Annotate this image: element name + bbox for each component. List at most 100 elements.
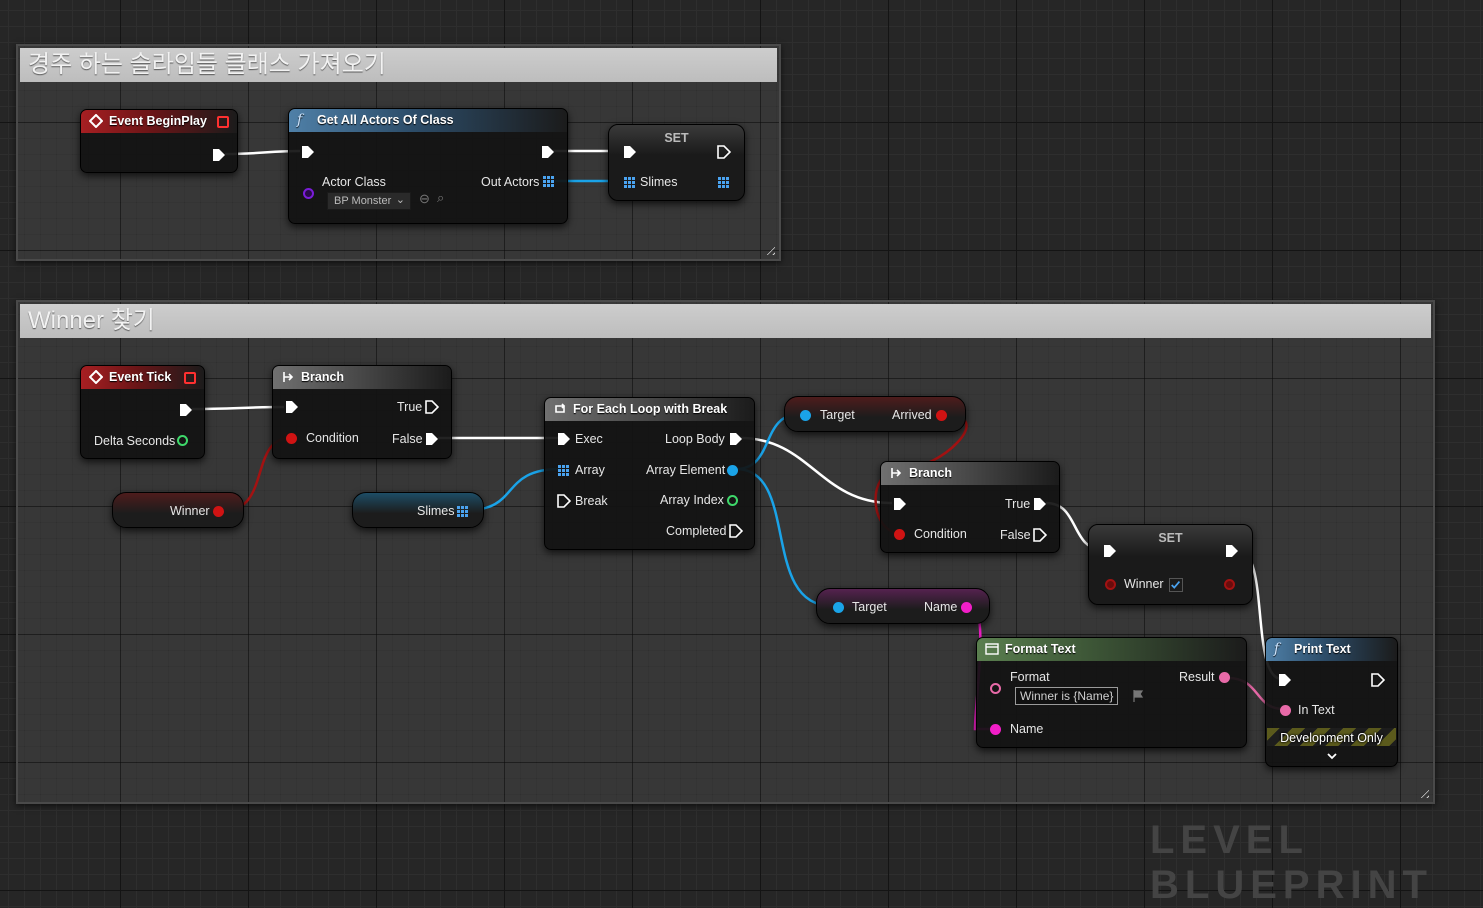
array-element-label: Array Element — [646, 463, 726, 477]
use-selected-icon[interactable]: ⊖ — [419, 191, 430, 206]
true-exec-out-pin-icon[interactable] — [425, 400, 439, 414]
result-out-pin-icon[interactable] — [1219, 672, 1230, 683]
exec-out-pin-icon[interactable] — [212, 148, 226, 162]
format-text-input[interactable]: Winner is {Name} — [1015, 687, 1119, 705]
winner-out-pin-icon[interactable] — [1224, 579, 1235, 590]
array-index-label: Array Index — [660, 493, 724, 507]
name-getter-node[interactable]: Target Name — [816, 588, 990, 624]
exec-in-pin-icon[interactable] — [623, 145, 637, 159]
exec-out-pin-icon[interactable] — [717, 145, 731, 159]
comment-title[interactable]: Winner 찾기 — [20, 304, 1431, 338]
loop-icon — [555, 403, 566, 413]
arrived-getter-node[interactable]: Target Arrived — [784, 396, 966, 432]
name-label: Name — [1010, 722, 1044, 736]
node-title: Event Tick — [109, 370, 172, 384]
array-element-pin-icon[interactable] — [727, 465, 738, 476]
format-text-icon — [985, 643, 999, 655]
slimes-array-in-pin-icon[interactable] — [624, 177, 635, 188]
node-title: Branch — [301, 370, 345, 384]
in-text-pin-icon[interactable] — [1280, 705, 1291, 716]
chevron-down-icon: ⌄ — [395, 194, 405, 206]
event-beginplay-node[interactable]: Event BeginPlay — [80, 109, 238, 173]
true-label: True — [1005, 497, 1031, 511]
get-all-actors-of-class-node[interactable]: f Get All Actors Of Class Actor Class BP… — [288, 108, 568, 224]
development-only-banner — [1267, 728, 1396, 746]
winner-checkbox[interactable] — [1169, 578, 1183, 592]
winner-in-pin-icon[interactable] — [1105, 579, 1116, 590]
false-exec-out-pin-icon[interactable] — [425, 432, 439, 446]
false-label: False — [392, 432, 423, 446]
delegate-pin-icon[interactable] — [184, 372, 196, 384]
exec-in-pin-icon[interactable] — [301, 145, 315, 159]
target-label: Target — [852, 600, 887, 614]
slimes-array-out-pin-icon[interactable] — [718, 177, 729, 188]
result-label: Result — [1179, 670, 1215, 684]
in-text-label: In Text — [1298, 703, 1335, 717]
expand-chevron-icon[interactable] — [1326, 751, 1338, 761]
false-label: False — [1000, 528, 1031, 542]
winner-label: Winner — [1124, 577, 1164, 591]
exec-in-pin-icon[interactable] — [893, 497, 907, 511]
array-in-pin-icon[interactable] — [558, 465, 569, 476]
exec-in-pin-icon[interactable] — [1278, 673, 1292, 687]
actor-class-value: BP Monster — [334, 195, 392, 207]
exec-out-pin-icon[interactable] — [541, 145, 555, 159]
set-winner-node[interactable]: SET Winner — [1088, 524, 1253, 605]
node-title: SET — [664, 131, 689, 145]
print-text-node[interactable]: f Print Text In Text Development Only — [1265, 637, 1398, 767]
out-actors-array-pin-icon[interactable] — [543, 176, 554, 187]
delta-seconds-pin-icon[interactable] — [177, 435, 188, 446]
level-blueprint-watermark: LEVEL BLUEPRINT — [1150, 818, 1433, 907]
localization-flag-icon[interactable] — [1131, 689, 1145, 703]
winner-variable-node[interactable]: Winner — [112, 492, 244, 528]
loop-body-exec-out-pin-icon[interactable] — [729, 432, 743, 446]
completed-exec-out-pin-icon[interactable] — [729, 524, 743, 538]
node-title: Print Text — [1294, 642, 1351, 656]
exec-out-pin-icon[interactable] — [179, 403, 193, 417]
exec-in-pin-icon[interactable] — [1103, 544, 1117, 558]
name-label: Name — [924, 600, 958, 614]
function-icon: f — [1274, 641, 1280, 657]
branch-node-1[interactable]: Branch True Condition False — [272, 365, 452, 459]
false-exec-out-pin-icon[interactable] — [1033, 528, 1047, 542]
winner-out-pin-icon[interactable] — [213, 506, 224, 517]
array-index-pin-icon[interactable] — [727, 495, 738, 506]
actor-class-dropdown[interactable]: BP Monster ⌄ — [327, 192, 411, 210]
name-out-pin-icon[interactable] — [961, 602, 972, 613]
node-title: Event BeginPlay — [109, 114, 207, 128]
node-header: f Print Text — [1266, 638, 1397, 661]
break-exec-in-pin-icon[interactable] — [557, 494, 571, 508]
name-in-pin-icon[interactable] — [990, 724, 1001, 735]
condition-pin-icon[interactable] — [286, 433, 297, 444]
comment-title[interactable]: 경주 하는 슬라임들 클래스 가져오기 — [20, 48, 777, 82]
branch-node-2[interactable]: Branch True Condition False — [880, 461, 1060, 553]
node-header: Event BeginPlay — [81, 110, 237, 133]
node-title: For Each Loop with Break — [573, 402, 728, 416]
format-pin-icon[interactable] — [990, 683, 1001, 694]
browse-search-icon[interactable]: ⌕ — [437, 190, 445, 205]
target-pin-icon[interactable] — [833, 602, 844, 613]
condition-pin-icon[interactable] — [894, 529, 905, 540]
actor-class-pin-icon[interactable] — [303, 188, 314, 199]
for-each-loop-with-break-node[interactable]: For Each Loop with Break Exec Loop Body … — [544, 397, 755, 550]
exec-in-pin-icon[interactable] — [285, 400, 299, 414]
arrived-out-pin-icon[interactable] — [936, 410, 947, 421]
format-text-value: Winner is {Name} — [1020, 689, 1114, 703]
exec-out-pin-icon[interactable] — [1225, 544, 1239, 558]
resize-handle-icon[interactable] — [763, 243, 775, 255]
slimes-array-out-pin-icon[interactable] — [457, 506, 468, 517]
exec-in-pin-icon[interactable] — [557, 432, 571, 446]
target-pin-icon[interactable] — [800, 410, 811, 421]
delegate-pin-icon[interactable] — [217, 116, 229, 128]
node-header: Branch — [881, 462, 1059, 485]
loop-body-label: Loop Body — [665, 432, 725, 446]
slimes-variable-node[interactable]: Slimes — [352, 492, 484, 528]
true-exec-out-pin-icon[interactable] — [1033, 497, 1047, 511]
resize-handle-icon[interactable] — [1417, 786, 1429, 798]
format-text-node[interactable]: Format Text Format Winner is {Name} Resu… — [976, 637, 1247, 748]
delta-seconds-label: Delta Seconds — [94, 434, 176, 448]
branch-icon — [891, 468, 902, 478]
set-slimes-node[interactable]: SET Slimes — [608, 124, 745, 201]
event-tick-node[interactable]: Event Tick Delta Seconds — [80, 365, 205, 459]
exec-out-pin-icon[interactable] — [1371, 673, 1385, 687]
